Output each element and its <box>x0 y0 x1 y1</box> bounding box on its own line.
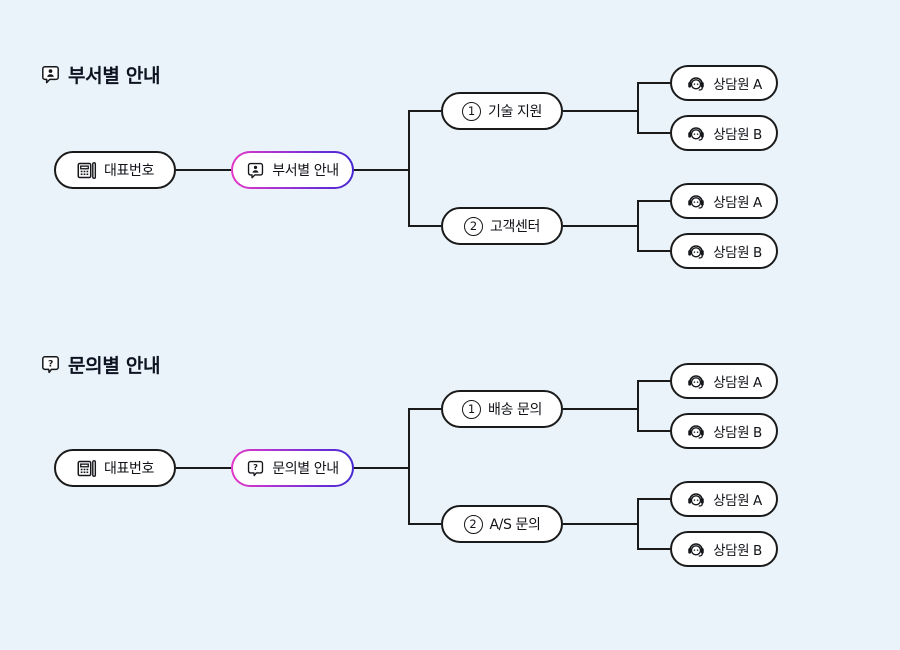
fax-phone-icon <box>76 160 97 181</box>
circled-number-icon: 2 <box>463 514 483 534</box>
connector-line <box>637 498 639 550</box>
connector-line <box>409 225 441 227</box>
node-label: 배송 문의 <box>488 402 542 418</box>
node-label: 상담원 B <box>713 543 762 559</box>
question-bubble-icon <box>246 459 265 478</box>
fax-phone-icon <box>76 458 97 479</box>
connector-line <box>638 498 670 500</box>
node-label: 상담원 A <box>713 195 762 211</box>
connector-line <box>408 408 410 525</box>
connector-line <box>638 132 670 134</box>
connector-line <box>409 408 441 410</box>
node-main-number-2: 대표번호 <box>54 449 176 487</box>
section2-title-text: 문의별 안내 <box>68 355 161 377</box>
node-agent: 상담원 B <box>670 531 778 567</box>
node-branch-tech-support: 1 기술 지원 <box>441 92 563 130</box>
node-label: 부서별 안내 <box>272 163 339 179</box>
headset-agent-icon <box>686 489 706 509</box>
question-bubble-icon <box>40 354 61 375</box>
node-branch-customer-center: 2 고객센터 <box>441 207 563 245</box>
connector-line <box>637 380 639 432</box>
headset-agent-icon <box>686 241 706 261</box>
headset-agent-icon <box>686 123 706 143</box>
node-agent: 상담원 A <box>670 65 778 101</box>
headset-agent-icon <box>686 371 706 391</box>
node-label: 고객센터 <box>490 219 540 235</box>
person-bubble-icon <box>246 161 265 180</box>
node-branch-delivery-inquiry: 1 배송 문의 <box>441 390 563 428</box>
connector-line <box>637 200 639 252</box>
node-hub-2: 문의별 안내 <box>231 449 354 487</box>
connector-line <box>638 430 670 432</box>
connector-line <box>408 110 410 227</box>
connector-line <box>637 82 639 134</box>
connector-line <box>638 200 670 202</box>
person-bubble-icon <box>40 64 61 85</box>
node-agent: 상담원 A <box>670 183 778 219</box>
node-label: 문의별 안내 <box>272 461 339 477</box>
node-label: 기술 지원 <box>488 104 542 120</box>
section2-title: 문의별 안내 <box>40 351 161 378</box>
connector-line <box>354 467 409 469</box>
circled-number-icon: 1 <box>462 399 481 419</box>
circled-number-icon: 1 <box>462 101 481 121</box>
node-label: 상담원 A <box>713 375 762 391</box>
connector-line <box>563 408 638 410</box>
connector-line <box>409 523 441 525</box>
node-agent: 상담원 A <box>670 363 778 399</box>
node-agent: 상담원 B <box>670 413 778 449</box>
node-label: 상담원 A <box>713 77 762 93</box>
node-label: A/S 문의 <box>489 517 541 533</box>
connector-line <box>176 169 231 171</box>
node-label: 상담원 B <box>713 425 762 441</box>
node-label: 상담원 A <box>713 493 762 509</box>
connector-line <box>638 250 670 252</box>
node-agent: 상담원 A <box>670 481 778 517</box>
headset-agent-icon <box>686 421 706 441</box>
section1-title: 부서별 안내 <box>40 61 161 88</box>
circled-number-icon: 2 <box>464 216 484 236</box>
connector-line <box>563 523 638 525</box>
node-label: 대표번호 <box>104 163 154 179</box>
node-hub-1: 부서별 안내 <box>231 151 354 189</box>
node-label: 대표번호 <box>104 461 154 477</box>
node-label: 상담원 B <box>713 245 762 261</box>
connector-line <box>638 380 670 382</box>
node-agent: 상담원 B <box>670 233 778 269</box>
node-label: 상담원 B <box>713 127 762 143</box>
headset-agent-icon <box>686 539 706 559</box>
node-branch-as-inquiry: 2 A/S 문의 <box>441 505 563 543</box>
headset-agent-icon <box>686 73 706 93</box>
connector-line <box>354 169 409 171</box>
node-main-number-1: 대표번호 <box>54 151 176 189</box>
connector-line <box>638 82 670 84</box>
connector-line <box>563 225 638 227</box>
connector-line <box>176 467 231 469</box>
connector-line <box>638 548 670 550</box>
connector-line <box>409 110 441 112</box>
section1-title-text: 부서별 안내 <box>68 65 161 87</box>
connector-line <box>563 110 638 112</box>
node-agent: 상담원 B <box>670 115 778 151</box>
headset-agent-icon <box>686 191 706 211</box>
